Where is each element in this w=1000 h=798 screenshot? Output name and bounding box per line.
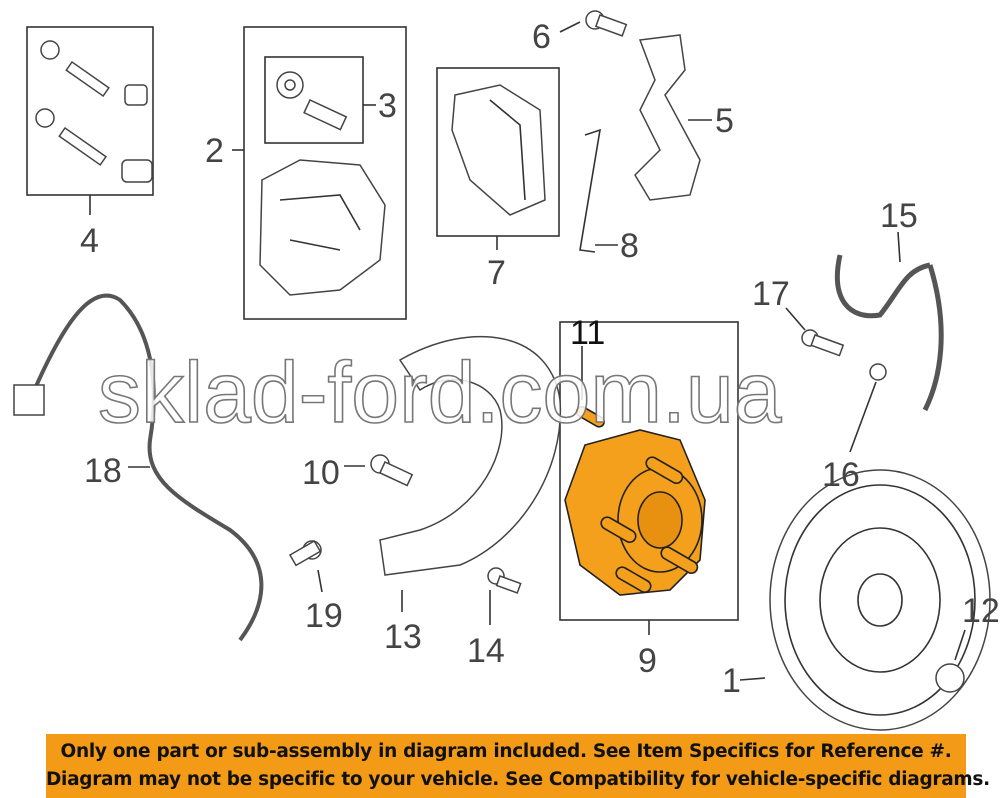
callout-10: 10 <box>302 454 340 492</box>
callout-8: 8 <box>620 227 639 265</box>
callout-3: 3 <box>378 87 397 125</box>
brake-rotor <box>769 469 991 731</box>
callout-15: 15 <box>880 197 918 235</box>
watermark: sklad-ford.com.ua <box>98 345 782 441</box>
callout-13: 13 <box>384 618 422 656</box>
group-box-7 <box>436 67 560 237</box>
washer <box>869 363 887 381</box>
guide-pin-kit <box>35 40 153 183</box>
callout-18: 18 <box>84 452 122 490</box>
brake-pads <box>451 84 546 216</box>
bolt-10 <box>370 454 414 487</box>
callout-2: 2 <box>205 132 224 170</box>
callout-19: 19 <box>305 597 343 635</box>
callout-5: 5 <box>715 102 734 140</box>
disclaimer-banner: Only one part or sub-assembly in diagram… <box>46 734 990 798</box>
brake-pad-detail-line <box>489 99 526 201</box>
abs-sensor <box>28 293 264 642</box>
group-box-3 <box>264 56 364 144</box>
caliper-bolt-set <box>276 71 348 131</box>
axle-nut <box>935 663 965 693</box>
brake-hose <box>834 254 944 412</box>
callout-7: 7 <box>487 254 506 292</box>
leader-lines <box>89 21 966 681</box>
callout-9: 9 <box>638 642 657 680</box>
bolt-19 <box>288 539 322 567</box>
callout-16: 16 <box>822 456 860 494</box>
callout-1: 1 <box>722 662 741 700</box>
bracket-bolt <box>585 10 628 37</box>
callout-14: 14 <box>467 632 505 670</box>
caliper <box>259 159 386 296</box>
wheel-hub-assembly <box>564 406 706 596</box>
caliper-detail-lines <box>279 194 361 251</box>
callout-17: 17 <box>752 275 790 313</box>
bolt-14 <box>487 567 522 594</box>
banner-line-1: Only one part or sub-assembly in diagram… <box>60 741 952 762</box>
hose-bolt <box>801 329 845 357</box>
sensor-connector <box>13 384 45 416</box>
anti-rattle-clip <box>579 128 602 253</box>
group-box-2 <box>243 26 407 320</box>
callout-6: 6 <box>532 18 551 56</box>
callout-11: 11 <box>570 314 605 352</box>
banner-line-2: Diagram may not be specific to your vehi… <box>46 769 990 790</box>
callout-12: 12 <box>962 592 1000 630</box>
callout-4: 4 <box>80 222 99 260</box>
splash-shield <box>379 335 562 576</box>
caliper-bracket <box>634 34 701 201</box>
